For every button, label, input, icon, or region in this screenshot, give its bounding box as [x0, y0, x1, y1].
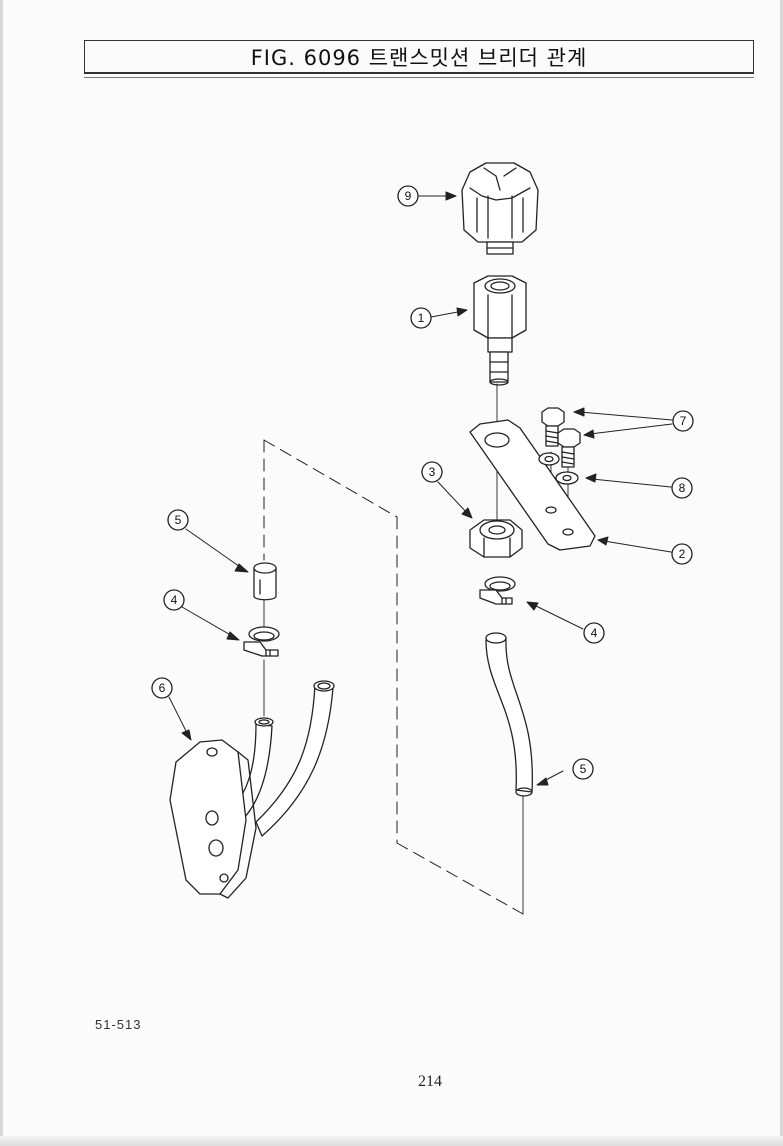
hose-clamp-part-4-right [479, 576, 516, 605]
callout-5-right: 5 [572, 758, 594, 780]
svg-text:2: 2 [679, 547, 686, 561]
svg-text:8: 8 [679, 481, 686, 495]
svg-text:9: 9 [405, 189, 412, 203]
hose-part-5-right [485, 632, 533, 797]
svg-text:1: 1 [418, 311, 425, 325]
bolt-part-7-upper [541, 407, 565, 447]
callout-6: 6 [151, 677, 173, 699]
title-underline [84, 77, 754, 78]
callout-3: 3 [421, 461, 443, 483]
svg-text:4: 4 [591, 626, 598, 640]
bolt-part-7-lower [557, 428, 581, 468]
hex-nut-part-3 [469, 519, 523, 558]
page-edge-left [0, 0, 3, 1146]
callout-4-left: 4 [163, 589, 185, 611]
leader-arrows [168, 191, 673, 786]
callout-8: 8 [671, 477, 693, 499]
callout-2: 2 [671, 543, 693, 565]
assembly-boundary-dashed [263, 439, 524, 915]
page-edge-right [780, 0, 783, 1146]
callout-1: 1 [410, 307, 432, 329]
callout-4-right: 4 [583, 622, 605, 644]
callout-9: 9 [397, 185, 419, 207]
hose-clamp-part-4-left [243, 626, 280, 657]
scan-bottom-edge [0, 1136, 783, 1146]
bracket-part-2 [469, 419, 596, 551]
svg-text:5: 5 [175, 513, 182, 527]
breather-cap-part-9 [461, 162, 539, 255]
page-title: FIG. 6096 트랜스밋션 브리더 관계 [84, 40, 754, 74]
callout-5-left: 5 [167, 509, 189, 531]
svg-text:3: 3 [429, 465, 436, 479]
page-title-text: FIG. 6096 트랜스밋션 브리더 관계 [250, 45, 588, 70]
svg-text:4: 4 [171, 593, 178, 607]
svg-text:5: 5 [580, 762, 587, 776]
svg-text:6: 6 [159, 681, 166, 695]
washer-part-8 [538, 452, 579, 485]
page-number: 214 [418, 1073, 442, 1090]
callout-7: 7 [672, 410, 694, 432]
document-code: 51-513 [95, 1017, 142, 1032]
hex-fitting-part-1 [473, 275, 527, 386]
hose-part-5-left [253, 562, 277, 601]
plate-assembly-part-6 [169, 680, 335, 899]
svg-text:7: 7 [680, 414, 687, 428]
